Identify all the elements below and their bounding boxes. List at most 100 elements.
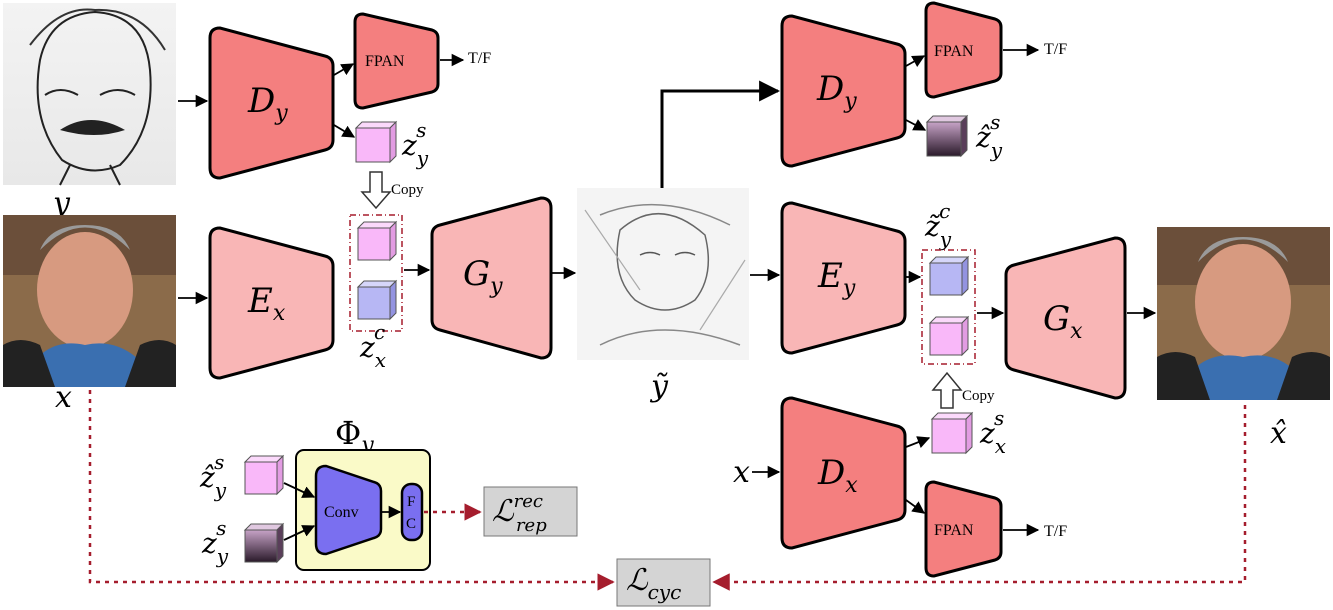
block-dx-sub: x [845, 473, 858, 498]
code-zys-sub: y [416, 146, 429, 170]
cube-zys-hat-top-right [925, 114, 969, 158]
block-ex-main: E [247, 281, 273, 321]
code-zyc-tilde-main: z̃ [924, 210, 941, 243]
block-ex: Ex [208, 226, 335, 380]
image-x-label: x [55, 380, 72, 415]
cube-phi-zys-hat [243, 454, 285, 496]
arrow-ytilde-to-dy-top [660, 80, 781, 188]
code-zys-hat-sub: y [990, 138, 1003, 162]
fpan-top-left: FPAN [353, 12, 440, 110]
arrow-x-to-loss-cyc [88, 390, 615, 591]
loss-cyc-main: ℒ [626, 563, 649, 598]
code-zyc-tilde-sup: c [939, 199, 950, 223]
svg-text:zys: zys [201, 516, 229, 568]
arrow-zys-hat-to-conv [283, 482, 316, 498]
block-gy-sub: y [489, 274, 503, 299]
block-ey: Ey [780, 201, 907, 355]
copy-label-top-left: Copy [391, 182, 424, 198]
fc-block [400, 482, 424, 542]
tf-bottom-right: T/F [1044, 523, 1067, 540]
arrow-dx-to-zxs [905, 436, 931, 448]
svg-text:ℒcyc: ℒcyc [626, 563, 681, 604]
block-gy: Gy [430, 196, 553, 360]
code-zys-hat-sup: s [990, 110, 1000, 134]
conv-label: Conv [324, 504, 359, 521]
svg-text:ẑys: ẑys [975, 110, 1003, 162]
arrows-dashed [88, 390, 1247, 591]
fpan-top-right: FPAN [924, 1, 1003, 99]
phi-input-zys-sup: s [216, 516, 226, 540]
image-x-photo [3, 215, 176, 387]
copy-label-bottom-right: Copy [962, 388, 995, 404]
cube-zxs-copied [928, 315, 970, 357]
cube-zys-top-left [354, 120, 398, 164]
cube-zxs [930, 411, 974, 455]
image-x-hat-label: x̂ [1270, 416, 1287, 451]
image-y-label: y [51, 186, 71, 221]
code-zys-hat-main: ẑ [975, 121, 991, 154]
svg-text:Dx: Dx [817, 453, 858, 498]
copy-arrow-bottom-right [931, 371, 963, 409]
svg-text:z̃yc: z̃yc [924, 199, 952, 251]
fpan-bottom-right-label: FPAN [934, 522, 974, 539]
code-zxs-sup: s [994, 406, 1004, 430]
code-zxc-sub: x [375, 348, 386, 372]
block-gx-main: G [1043, 299, 1070, 339]
phi-panel: Conv F C [295, 449, 431, 571]
block-dx: Dx [780, 396, 907, 550]
image-y-tilde-label: ỹ [649, 369, 669, 404]
block-dy-top-right-main: D [816, 69, 844, 109]
code-zxs-sub: x [995, 434, 1006, 458]
cube-zxc [356, 279, 398, 321]
fpan-top-left-label: FPAN [365, 53, 405, 70]
block-ey-main: E [817, 256, 843, 296]
phi-main: Φ [335, 414, 361, 452]
phi-input-zys-hat-main: ẑ [199, 461, 215, 494]
image-y-caricature [3, 3, 176, 186]
block-gx-sub: x [1070, 319, 1083, 344]
svg-text:Ex: Ex [247, 281, 286, 326]
arrow-dy2-to-fpan [905, 55, 926, 68]
loss-rep-sup: rec [514, 491, 543, 512]
block-dy-top-left-sub: y [274, 101, 288, 126]
block-dy-top-left-main: D [247, 81, 275, 121]
svg-text:Dy: Dy [247, 81, 288, 126]
svg-text:zxc: zxc [359, 320, 386, 372]
tf-top-left: T/F [468, 50, 491, 67]
phi-input-zys-sub: y [216, 544, 229, 568]
code-zys-main: z [401, 129, 417, 162]
svg-text:zxs: zxs [979, 406, 1006, 458]
block-dy-top-left: Dy [208, 26, 335, 180]
fc-label-f: F [407, 494, 415, 510]
block-ey-sub: y [842, 276, 856, 301]
conv-block [314, 464, 383, 556]
arrow-dy-to-fpan [333, 63, 355, 76]
fpan-top-right-label: FPAN [934, 43, 974, 60]
svg-text:Gx: Gx [1043, 299, 1083, 344]
block-gy-main: G [463, 254, 490, 294]
arrow-xhat-to-loss-cyc [712, 405, 1247, 591]
svg-text:zys: zys [401, 118, 429, 170]
code-zys-sup: s [416, 118, 426, 142]
cube-zyc-tilde [928, 255, 970, 297]
image-y-tilde-sketch [577, 188, 749, 360]
phi-input-zys-hat-sub: y [214, 478, 227, 502]
tf-top-right: T/F [1044, 41, 1067, 58]
x-input-label: x [733, 455, 750, 490]
phi-input-zys-hat-sup: s [214, 450, 224, 474]
code-zxc-sup: c [374, 320, 385, 344]
svg-text:Gy: Gy [463, 254, 503, 299]
fc-label-c: C [406, 516, 416, 532]
arrows-solid [178, 43, 1157, 541]
block-gx: Gx [1004, 236, 1127, 400]
concat-box-right [921, 249, 976, 365]
arrow-dy-to-zys [333, 124, 356, 138]
copy-arrow-top-left [360, 171, 392, 210]
code-zxs-main: z [979, 417, 995, 450]
concat-box-left [349, 214, 403, 332]
arrow-dy2-to-zys-hat [905, 119, 927, 131]
loss-rep-main: ℒ [492, 494, 515, 529]
